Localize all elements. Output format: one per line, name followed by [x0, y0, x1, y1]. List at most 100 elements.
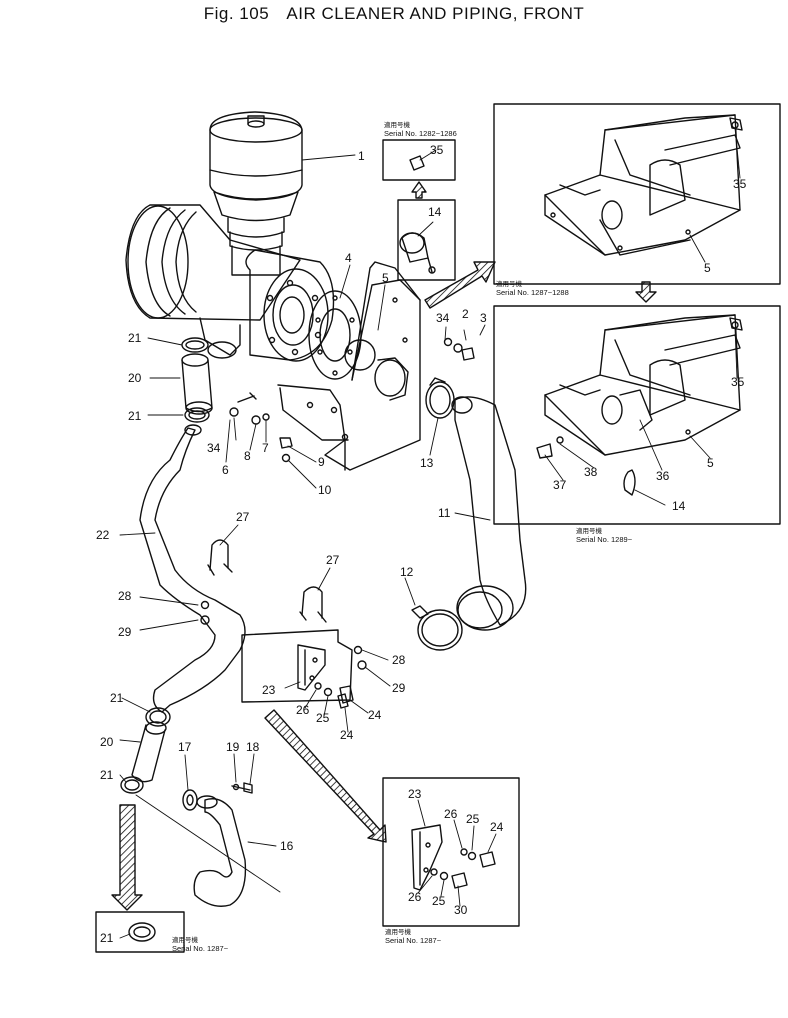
- label-23-a: 23: [262, 683, 276, 697]
- label-37: 37: [553, 478, 567, 492]
- figure-number: Fig. 105: [203, 4, 270, 23]
- serial-captions: 適用号機 Serial No. 1282~1286 適用号機 Serial No…: [172, 120, 633, 953]
- label-25-b: 25: [466, 812, 480, 826]
- bracket-5: [277, 261, 421, 471]
- label-8: 8: [244, 449, 251, 463]
- inset-top-right: [493, 103, 781, 285]
- inset-35-box: [382, 139, 456, 181]
- label-34-b: 34: [436, 311, 450, 325]
- label-21-d: 21: [100, 768, 114, 782]
- label-11: 11: [438, 506, 451, 520]
- arrow-up-small: [411, 181, 427, 199]
- label-35-a: 35: [430, 143, 444, 157]
- hose-20-upper: [181, 353, 213, 415]
- label-21-c: 21: [110, 691, 124, 705]
- label-26-c: 26: [408, 890, 422, 904]
- label-25-a: 25: [316, 711, 330, 725]
- clamp-13: [425, 377, 455, 419]
- label-35-c: 35: [731, 375, 745, 389]
- bolt-18-19: [231, 782, 253, 794]
- label-5-b: 5: [704, 261, 711, 275]
- jp-label-bottom-right: 適用号機: [385, 927, 412, 936]
- label-30: 30: [454, 903, 468, 917]
- inset-top-small-14: [397, 199, 456, 281]
- serial-bottom-right: Serial No. 1287~: [385, 936, 442, 945]
- jp-label-top-small: 適用号機: [384, 120, 411, 129]
- inset-bottom-right: [382, 777, 520, 927]
- label-14-b: 14: [672, 499, 686, 513]
- label-28-a: 28: [118, 589, 132, 603]
- part-labels: 1 4 5 21 20 21 34 6 8 7 9 10 13 34 2 3 1…: [96, 143, 747, 945]
- bracket-23: [241, 629, 353, 703]
- serial-bottom-left: Serial No. 1287~: [172, 944, 229, 953]
- jp-label-mid-right: 適用号機: [576, 526, 603, 535]
- label-21-a: 21: [128, 331, 142, 345]
- label-20-a: 20: [128, 371, 142, 385]
- label-4: 4: [345, 251, 352, 265]
- label-24-b: 24: [340, 728, 354, 742]
- label-24-a: 24: [368, 708, 382, 722]
- label-14-a: 14: [428, 205, 442, 219]
- gasket-17: [182, 789, 198, 811]
- label-34-a: 34: [207, 441, 221, 455]
- hardware-small: [200, 337, 475, 709]
- jp-label-top-right: 適用号機: [496, 279, 523, 288]
- label-2: 2: [462, 307, 469, 321]
- hose-11: [451, 396, 527, 631]
- label-6: 6: [222, 463, 229, 477]
- clamp-21-c: [145, 707, 171, 727]
- label-1: 1: [358, 149, 365, 163]
- label-9: 9: [318, 455, 325, 469]
- figure-title: Fig. 105 AIR CLEANER AND PIPING, FRONT: [0, 4, 788, 24]
- air-cleaner-assembly: [125, 111, 335, 362]
- label-3: 3: [480, 311, 487, 325]
- label-25-c: 25: [432, 894, 446, 908]
- u-bolt-27-upper: [207, 539, 233, 576]
- serial-top-right: Serial No. 1287~1288: [496, 288, 569, 297]
- label-12: 12: [400, 565, 414, 579]
- label-29-b: 29: [392, 681, 406, 695]
- label-28-b: 28: [392, 653, 406, 667]
- arrow-down-left: [111, 804, 143, 911]
- inset-bottom-left: [95, 911, 185, 953]
- label-27-b: 27: [326, 553, 340, 567]
- serial-mid-right: Serial No. 1289~: [576, 535, 633, 544]
- label-21-e: 21: [100, 931, 114, 945]
- label-5: 5: [382, 271, 389, 285]
- label-35-b: 35: [733, 177, 747, 191]
- label-16: 16: [280, 839, 294, 853]
- label-26-b: 26: [444, 807, 458, 821]
- arrow-to-inset: [424, 261, 496, 309]
- label-21-b: 21: [128, 409, 142, 423]
- label-38: 38: [584, 465, 598, 479]
- clamp-21-a: [181, 337, 209, 353]
- label-27-a: 27: [236, 510, 250, 524]
- label-18: 18: [246, 740, 260, 754]
- label-23-b: 23: [408, 787, 422, 801]
- serial-top-small: Serial No. 1282~1286: [384, 129, 457, 138]
- label-29-a: 29: [118, 625, 132, 639]
- label-13: 13: [420, 456, 434, 470]
- label-19: 19: [226, 740, 240, 754]
- arrow-to-bottom-inset: [264, 709, 387, 843]
- label-24-c: 24: [490, 820, 504, 834]
- clamp-12: [411, 605, 463, 651]
- label-10: 10: [318, 483, 332, 497]
- figure-title-text: AIR CLEANER AND PIPING, FRONT: [286, 4, 585, 23]
- label-26-a: 26: [296, 703, 310, 717]
- label-17: 17: [178, 740, 192, 754]
- clamp-21-d: [120, 776, 144, 794]
- u-bolt-27-lower: [299, 586, 327, 623]
- label-36: 36: [656, 469, 670, 483]
- gasket-4: [308, 290, 362, 380]
- label-5-c: 5: [707, 456, 714, 470]
- arrow-down-right: [635, 281, 657, 303]
- leader-lines: [119, 127, 741, 939]
- label-20-b: 20: [100, 735, 114, 749]
- inset-mid-right: [493, 305, 781, 525]
- jp-label-bottom-left: 適用号機: [172, 935, 199, 944]
- clamp-21-b: [184, 407, 210, 423]
- hose-20-lower: [131, 721, 167, 783]
- label-7: 7: [262, 441, 269, 455]
